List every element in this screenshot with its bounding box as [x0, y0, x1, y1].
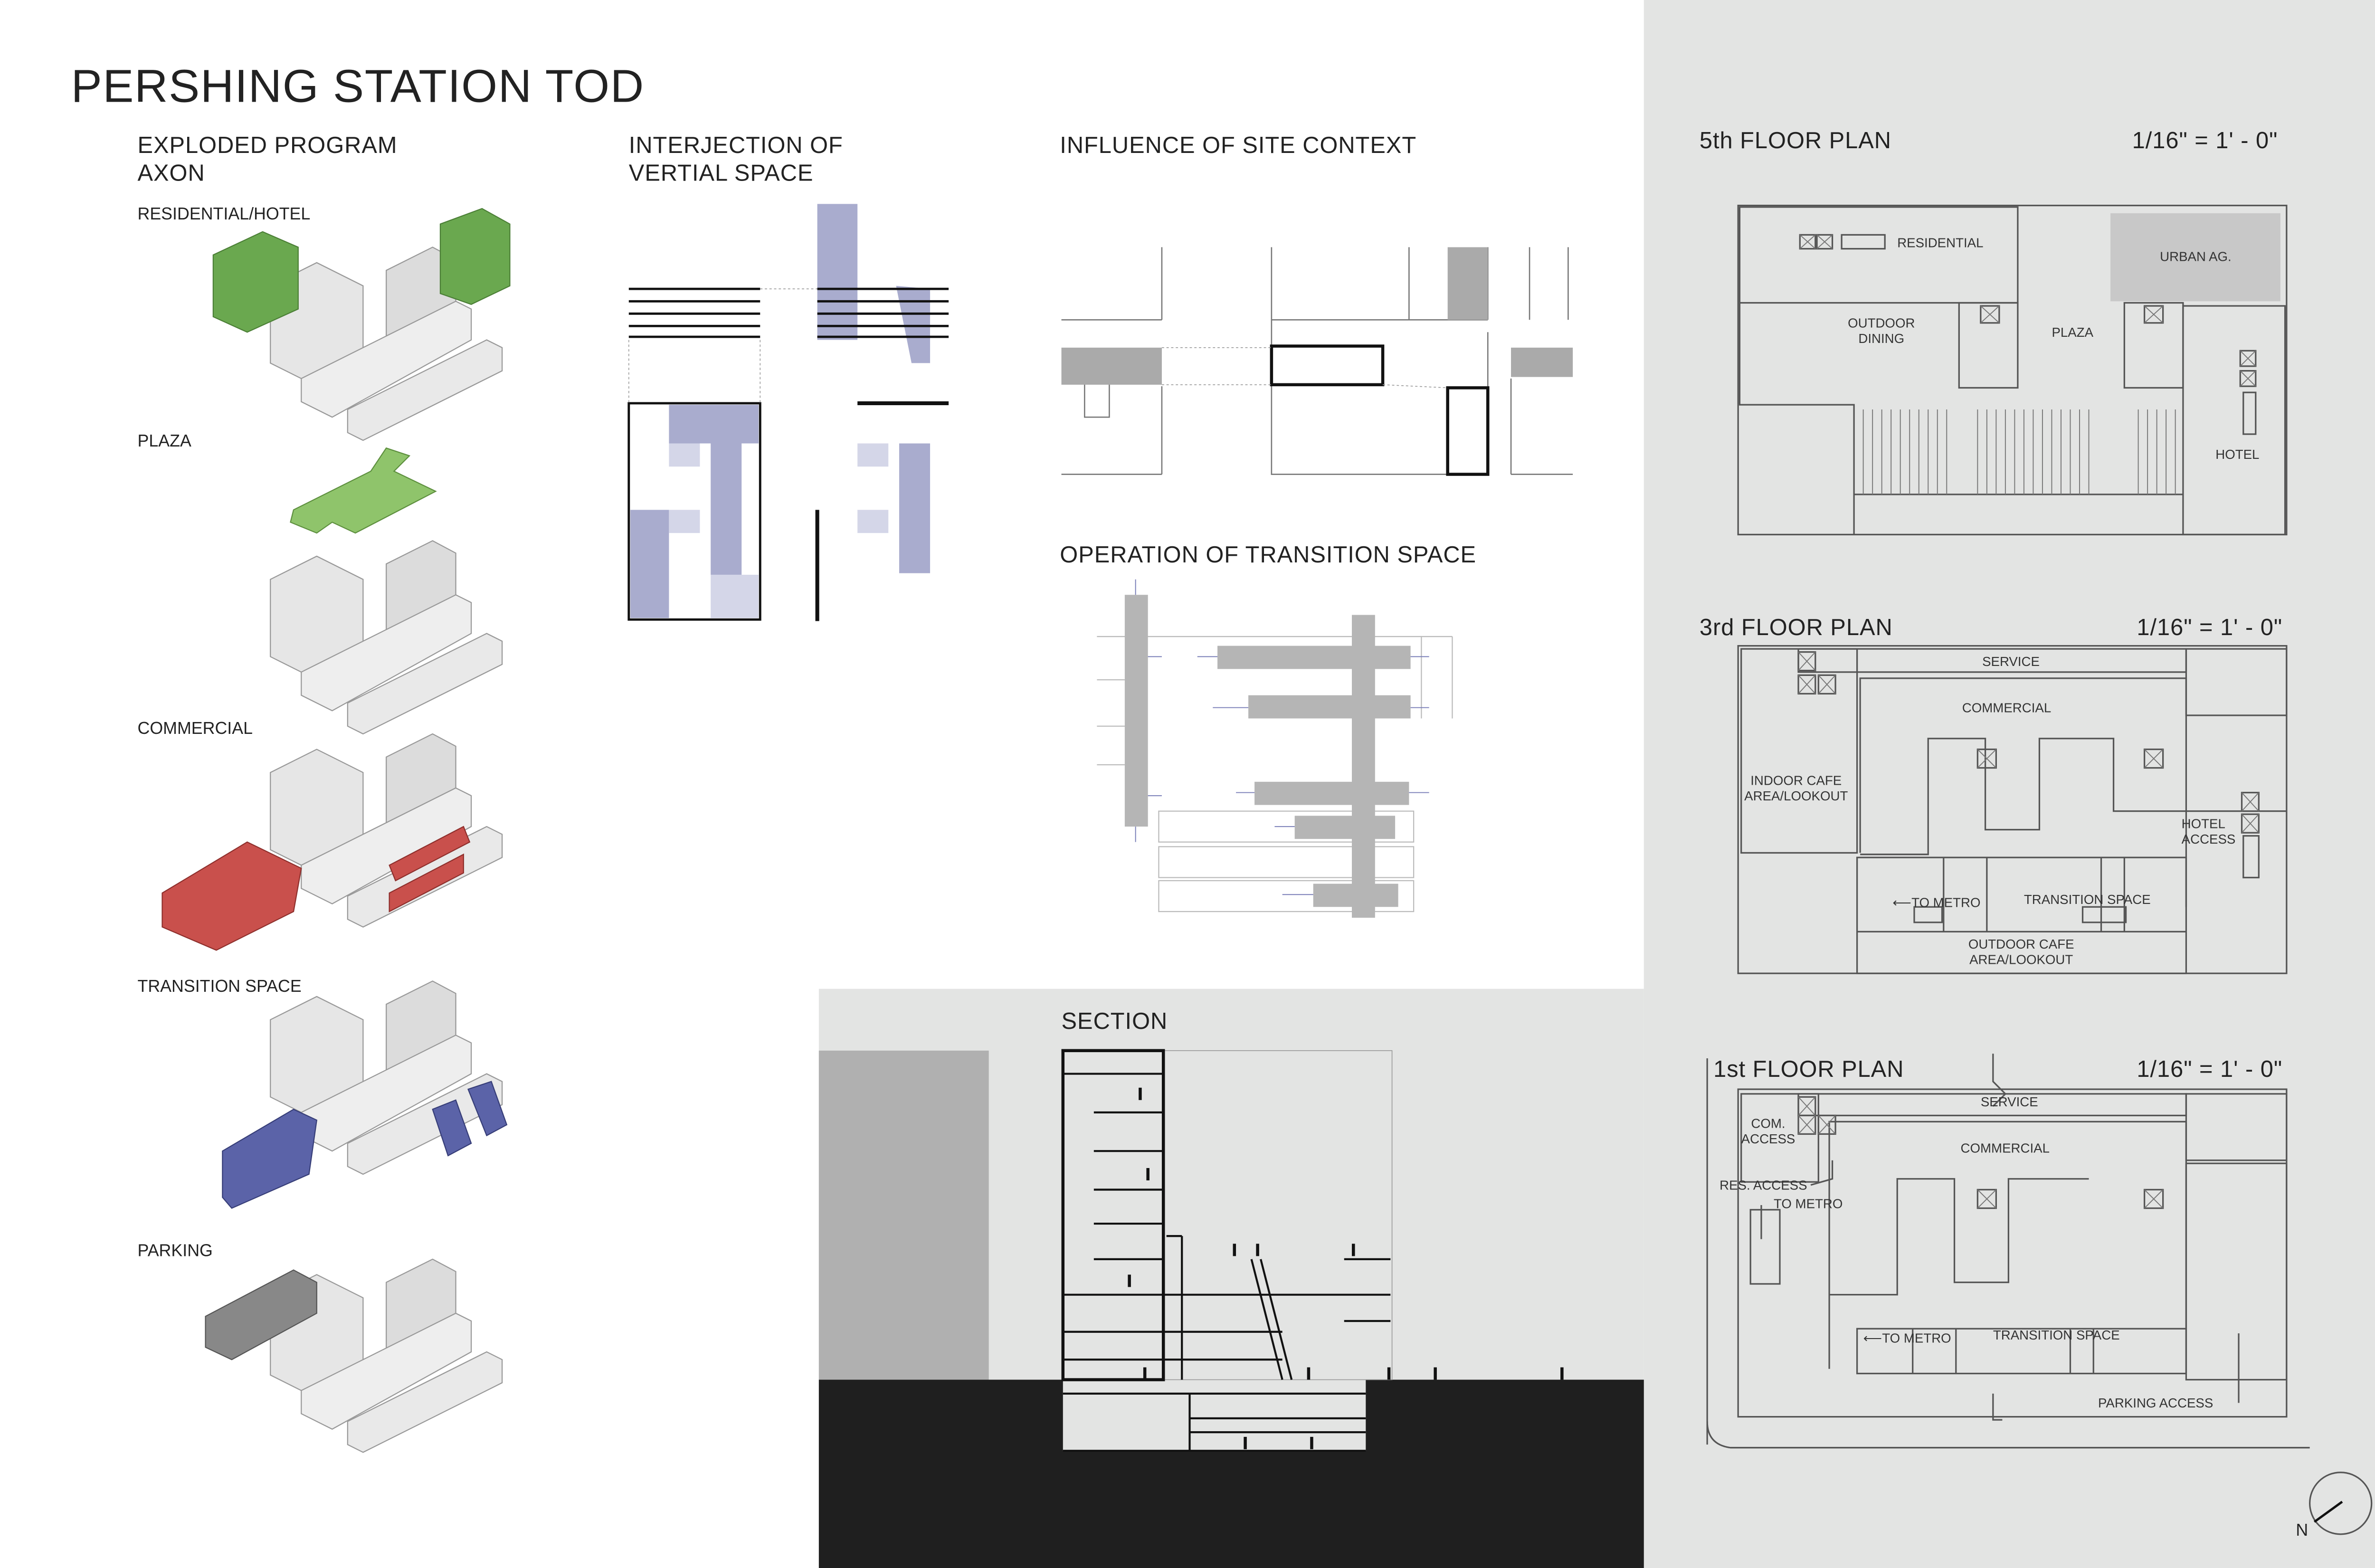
- north-arrow-icon: [2309, 1472, 2373, 1535]
- fifth-floor-title: 5th FLOOR PLAN: [1699, 128, 1891, 155]
- axon-label-plaza: PLAZA: [137, 432, 191, 451]
- transition-heading: OPERATION OF TRANSITION SPACE: [1060, 542, 1477, 569]
- interjection-heading: INTERJECTION OF VERTIAL SPACE: [628, 133, 843, 187]
- fifth-floor-scale: 1/16" = 1' - 0": [2132, 128, 2278, 155]
- room-transition-3: TRANSITION SPACE: [2024, 891, 2151, 907]
- label-to-metro-3: ⟵TO METRO: [1892, 894, 1981, 910]
- room-service-1: SERVICE: [1980, 1093, 2038, 1110]
- third-floor-scale: 1/16" = 1' - 0": [2137, 615, 2283, 641]
- first-floor-plan: [1706, 1054, 2310, 1449]
- site-context-heading: INFLUENCE OF SITE CONTEXT: [1060, 133, 1417, 160]
- label-parking-access: PARKING ACCESS: [2098, 1395, 2214, 1411]
- axon-label-residential: RESIDENTIAL/HOTEL: [137, 205, 311, 224]
- first-floor-title: 1st FLOOR PLAN: [1713, 1056, 1904, 1083]
- axon-transition: [222, 980, 508, 1209]
- site-context-diagram: [1061, 247, 1573, 476]
- third-floor-title: 3rd FLOOR PLAN: [1699, 615, 1893, 641]
- room-outdoor-cafe: OUTDOOR CAFE AREA/LOOKOUT: [1968, 936, 2074, 968]
- axon-label-transition: TRANSITION SPACE: [137, 978, 302, 997]
- room-transition-1: TRANSITION SPACE: [1993, 1327, 2120, 1343]
- axon-label-parking: PARKING: [137, 1242, 213, 1261]
- interjection-diagram: [627, 204, 949, 621]
- room-com-access: COM. ACCESS: [1741, 1115, 1796, 1147]
- room-indoor-cafe: INDOOR CAFE AREA/LOOKOUT: [1744, 772, 1848, 804]
- axon-parking: [205, 1258, 503, 1453]
- axon-residential: [212, 208, 511, 441]
- room-plaza: PLAZA: [2052, 324, 2094, 340]
- axon-label-commercial: COMMERCIAL: [137, 720, 253, 739]
- room-service-3: SERVICE: [1982, 653, 2040, 669]
- first-floor-scale: 1/16" = 1' - 0": [2137, 1056, 2283, 1083]
- exploded-axon-heading: EXPLODED PROGRAM AXON: [137, 133, 398, 187]
- building-section: [818, 1049, 1644, 1568]
- north-label: N: [2296, 1521, 2308, 1540]
- third-floor-plan: [1737, 645, 2288, 974]
- page-title: PERSHING STATION TOD: [71, 62, 645, 113]
- axon-commercial: [162, 733, 503, 951]
- room-hotel: HOTEL: [2215, 447, 2260, 462]
- room-residential: RESIDENTIAL: [1897, 235, 1984, 250]
- room-commercial-1: COMMERCIAL: [1960, 1140, 2050, 1156]
- axon-plaza: [270, 447, 503, 735]
- section-cut-marker: [1992, 1054, 2007, 1107]
- fifth-floor-plan: [1737, 204, 2288, 536]
- transition-operation-diagram: [1097, 579, 1453, 918]
- room-outdoor-dining: OUTDOOR DINING: [1848, 315, 1915, 346]
- exploded-axon-drawings: [162, 208, 511, 1453]
- room-commercial-3: COMMERCIAL: [1962, 700, 2052, 715]
- adjacent-building: [818, 1050, 989, 1380]
- section-heading: SECTION: [1061, 1008, 1168, 1036]
- label-res-access: RES. ACCESS: [1720, 1177, 1807, 1193]
- room-urban-ag: URBAN AG.: [2160, 248, 2232, 265]
- label-to-metro-1a: TO METRO: [1773, 1196, 1843, 1212]
- room-hotel-access: HOTEL ACCESS: [2181, 816, 2236, 847]
- label-to-metro-1b: ⟵TO METRO: [1863, 1330, 1951, 1346]
